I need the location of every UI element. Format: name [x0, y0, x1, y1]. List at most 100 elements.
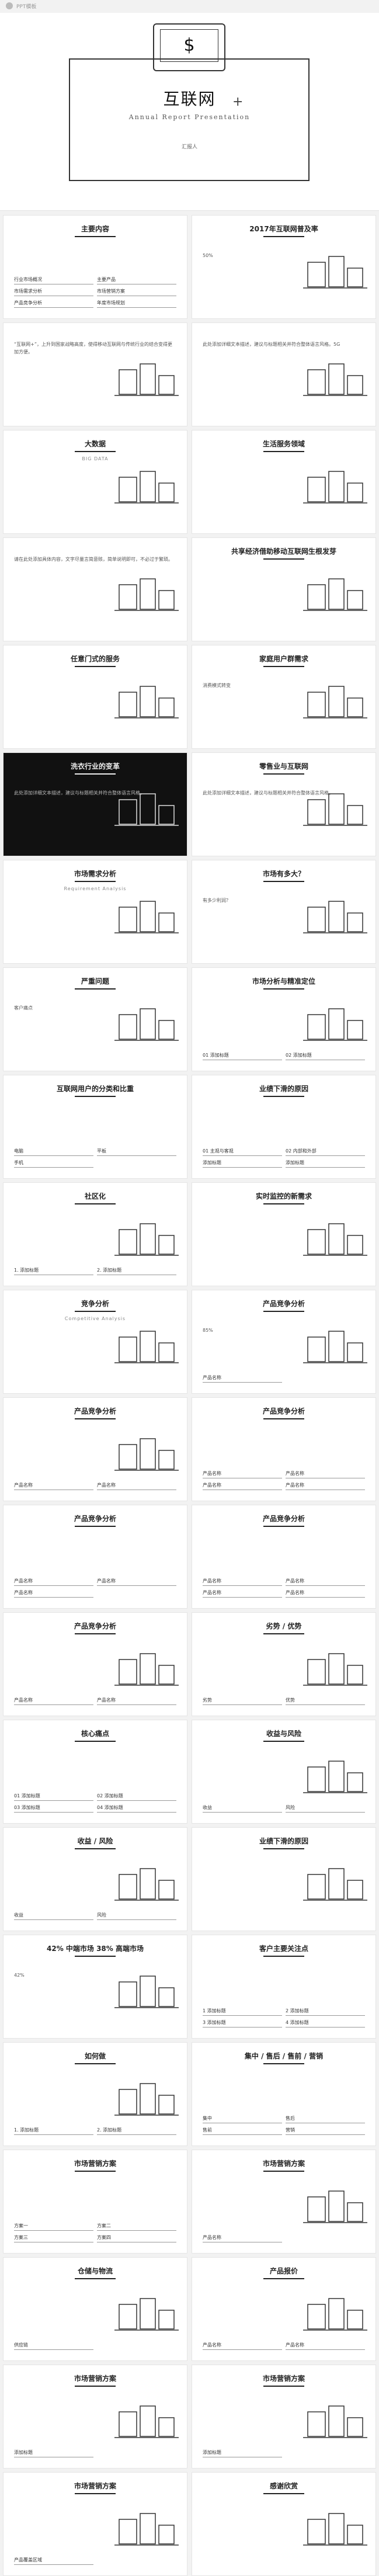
- sketch-illustration-icon: [114, 2513, 179, 2546]
- slide-thumbnail[interactable]: “互联网+”，上升到国家战略高度，使得移动互联网与传统行业的结合变得更加方便。: [3, 322, 187, 426]
- site-logo-icon: [6, 2, 13, 9]
- slide-thumbnail[interactable]: 产品竞争分析产品名称产品名称产品名称产品名称: [192, 1505, 376, 1609]
- slide-item-list: 产品名称: [203, 1374, 365, 1383]
- slide-item: 市场需求分析: [14, 288, 93, 296]
- sketch-illustration-icon: [114, 578, 179, 611]
- slide-body-text: 85%: [203, 1328, 213, 1333]
- sketch-illustration-icon: [303, 793, 367, 826]
- slide-item: 产品名称: [14, 1578, 93, 1586]
- slide-thumbnail[interactable]: 此处添加详细文本描述，建议与标题相关并符合整体语言风格。5G: [192, 322, 376, 426]
- slide-thumbnail[interactable]: 42% 中端市场 38% 高端市场 42%: [3, 1935, 187, 2039]
- slide-thumbnail[interactable]: 产品竞争分析产品名称产品名称产品名称产品名称: [192, 1397, 376, 1501]
- slide-thumbnail[interactable]: 洗衣行业的变革此处添加详细文本描述，建议与标题相关并符合整体语言风格。: [3, 752, 187, 856]
- slide-thumbnail[interactable]: 市场营销方案添加标题: [192, 2365, 376, 2469]
- slide-body-text: 此处添加详细文本描述，建议与标题相关并符合整体语言风格。: [14, 790, 145, 796]
- slide-thumbnail[interactable]: 主要内容行业市场概况主要产品市场需求分析市场营销方案产品竞争分析年度市场规划: [3, 215, 187, 319]
- slide-thumbnail[interactable]: 产品报价产品名称产品名称: [192, 2257, 376, 2361]
- slide-thumbnail[interactable]: 市场需求分析 Requirement Analysis: [3, 860, 187, 964]
- slide-item-list: 产品名称: [203, 2234, 365, 2242]
- top-bar: PPT模板: [0, 0, 379, 12]
- slide-item-list: 产品名称产品名称产品名称产品名称: [203, 1578, 365, 1598]
- slide-thumbnail[interactable]: 收益与风险收益风险: [192, 1720, 376, 1824]
- sketch-illustration-icon: [114, 1331, 179, 1363]
- cover-frame: [69, 58, 310, 181]
- slide-thumbnail[interactable]: 零售业与互联网此处添加详细文本描述，建议与标题相关并符合整体语言风格。: [192, 752, 376, 856]
- slide-title: 产品竞争分析: [192, 1513, 375, 1527]
- slide-thumbnail[interactable]: 劣势 / 优势劣势优势: [192, 1612, 376, 1716]
- slide-thumbnail[interactable]: 市场营销方案方案一方案二方案三方案四: [3, 2150, 187, 2254]
- slide-body-text: 有多少利润？: [203, 898, 231, 903]
- slide-item: 产品名称: [203, 1578, 282, 1586]
- slide-thumbnail[interactable]: 互联网用户的分类和比重电脑平板手机: [3, 1075, 187, 1179]
- slide-item: 风险: [286, 1804, 365, 1813]
- slide-body-text: 50%: [203, 253, 213, 258]
- slide-title: 生活服务领域: [192, 439, 375, 452]
- slide-thumbnail[interactable]: 市场营销方案添加标题: [3, 2365, 187, 2469]
- cover-slide[interactable]: $ 互联网 + Annual Report Presentation 汇报人: [0, 13, 379, 211]
- sketch-illustration-icon: [114, 1223, 179, 1256]
- slide-title: 社区化: [4, 1191, 187, 1204]
- slide-title: 市场营销方案: [4, 2373, 187, 2387]
- slide-item: 行业市场概况: [14, 276, 93, 284]
- slide-item: 添加标题: [286, 1159, 365, 1168]
- slide-thumbnail[interactable]: 市场营销方案产品名称: [192, 2150, 376, 2254]
- slide-thumbnail[interactable]: 收益 / 风险收益风险: [3, 1827, 187, 1931]
- slide-title: 家庭用户群需求: [192, 654, 375, 667]
- slide-thumbnail[interactable]: 实时监控的新需求: [192, 1182, 376, 1286]
- sketch-illustration-icon: [303, 1653, 367, 1686]
- slide-thumbnail[interactable]: 市场营销方案产品覆盖区域: [3, 2472, 187, 2576]
- slide-subtitle: Requirement Analysis: [64, 886, 127, 891]
- slide-item: 方案二: [97, 2223, 176, 2231]
- slide-item: 产品名称: [286, 2342, 365, 2350]
- slide-thumbnail[interactable]: 家庭用户群需求消费模式转变: [192, 645, 376, 749]
- sketch-illustration-icon: [303, 1008, 367, 1041]
- slide-item-list: 集中售后售前营销: [203, 2115, 365, 2135]
- slide-subtitle: Competitive Analysis: [64, 1316, 126, 1321]
- slide-thumbnail[interactable]: 产品竞争分析产品名称产品名称: [3, 1612, 187, 1716]
- slide-thumbnail[interactable]: 产品竞争分析产品名称产品名称产品名称: [3, 1505, 187, 1609]
- slide-body-text: 42%: [14, 1973, 25, 1978]
- slide-thumbnail[interactable]: 市场有多大？有多少利润？: [192, 860, 376, 964]
- slide-item: 产品名称: [14, 1589, 93, 1598]
- slide-thumbnail[interactable]: 业绩下滑的原因: [192, 1827, 376, 1931]
- slide-thumbnail[interactable]: 生活服务领域: [192, 430, 376, 534]
- slide-item: 产品名称: [97, 1482, 176, 1490]
- slide-thumbnail[interactable]: 请在此处添加具体内容，文字尽量言简意赅，简单说明即可，不必过于繁琐。: [3, 537, 187, 641]
- slide-title: 市场需求分析: [4, 869, 187, 882]
- slide-item: 02 添加标题: [97, 1793, 176, 1801]
- slide-title: 集中 / 售后 / 售前 / 营销: [192, 2051, 375, 2064]
- slide-item: 产品名称: [203, 2234, 282, 2242]
- slide-title: 劣势 / 优势: [192, 1621, 375, 1634]
- slide-item: 4 添加标题: [286, 2019, 365, 2028]
- slide-item: 风险: [97, 1912, 176, 1920]
- slide-thumbnail[interactable]: 任意门式的服务: [3, 645, 187, 749]
- slide-title: 42% 中端市场 38% 高端市场: [4, 1943, 187, 1957]
- slide-thumbnail[interactable]: 集中 / 售后 / 售前 / 营销集中售后售前营销: [192, 2042, 376, 2146]
- slide-thumbnail[interactable]: 严重问题客户痛点: [3, 967, 187, 1071]
- slide-item: 劣势: [203, 1697, 282, 1705]
- slide-item: 2 添加标题: [286, 2008, 365, 2016]
- slide-thumbnail[interactable]: 产品竞争分析 85% 产品名称: [192, 1290, 376, 1394]
- slide-item: 2. 添加标题: [97, 1267, 176, 1275]
- slide-item: 产品名称: [14, 1697, 93, 1705]
- slide-item: 添加标题: [203, 2449, 282, 2457]
- slide-thumbnail[interactable]: 感谢欣赏: [192, 2472, 376, 2576]
- slide-title: 产品竞争分析: [192, 1299, 375, 1312]
- slide-item: 02 内部和外部: [286, 1148, 365, 1156]
- slide-item: 方案三: [14, 2234, 93, 2242]
- slide-thumbnail[interactable]: 共享经济借助移动互联网生根发芽: [192, 537, 376, 641]
- sketch-illustration-icon: [303, 471, 367, 504]
- slide-thumbnail[interactable]: 仓储与物流供应链: [3, 2257, 187, 2361]
- slide-thumbnail[interactable]: 产品竞争分析产品名称产品名称: [3, 1397, 187, 1501]
- cover-author: 汇报人: [181, 144, 197, 150]
